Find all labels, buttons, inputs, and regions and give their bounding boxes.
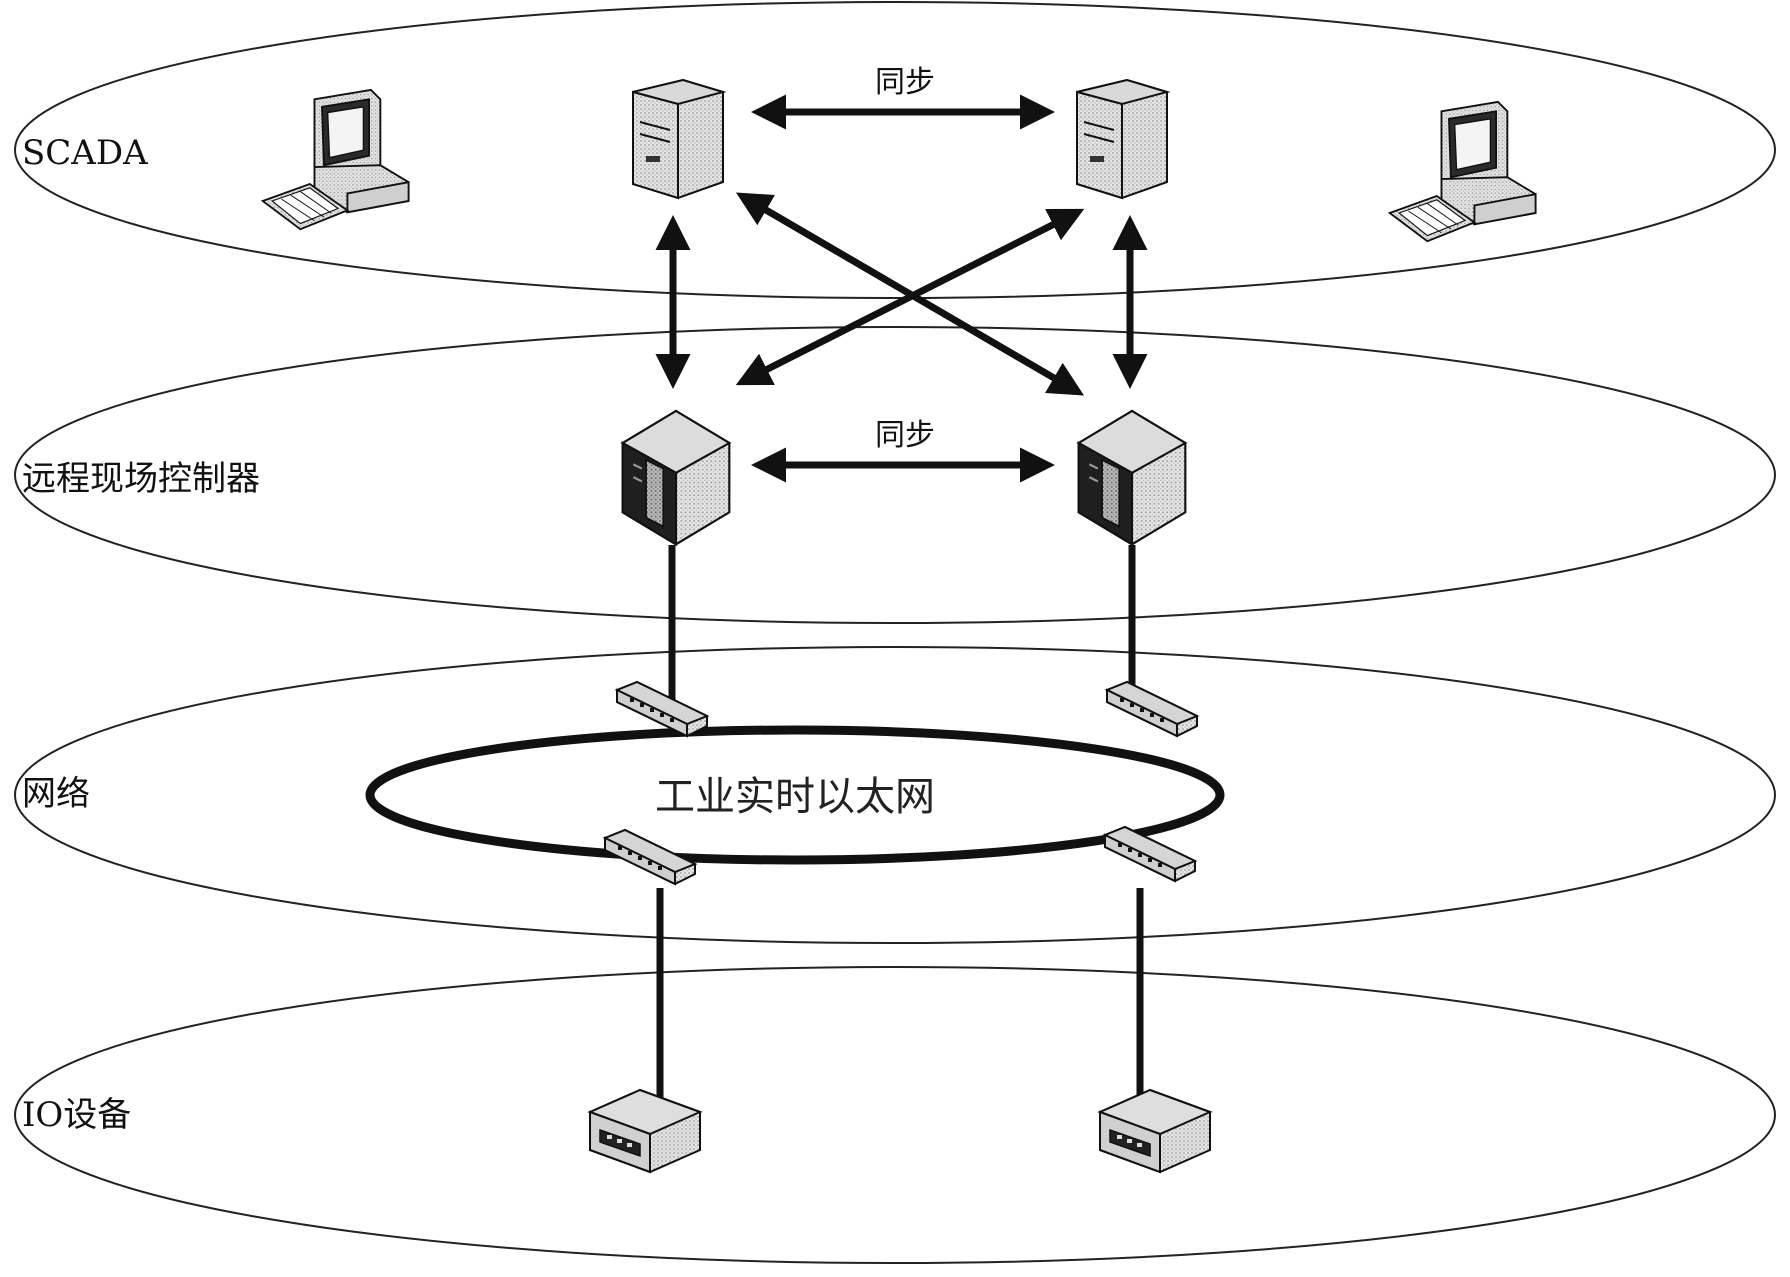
layer-label-network: 网络	[22, 774, 90, 814]
sync-label-controllers: 同步	[875, 418, 935, 453]
sync-label-servers: 同步	[875, 65, 935, 100]
tower-server-icon	[633, 80, 723, 198]
desktop-computer-icon	[263, 90, 409, 229]
layer-label-scada: SCADA	[22, 133, 148, 173]
ethernet-ring-label: 工业实时以太网	[655, 774, 935, 820]
io-module-icon	[1100, 1090, 1210, 1172]
controller-cube-icon	[1079, 411, 1186, 544]
io-module-icon	[590, 1090, 700, 1172]
network-switch-icon	[617, 682, 707, 736]
network-switch-icon	[1107, 682, 1197, 736]
controller-cube-icon	[623, 411, 730, 544]
layer-ellipse-controller	[15, 327, 1775, 623]
desktop-computer-icon	[1390, 102, 1536, 241]
layer-ellipse-io	[15, 967, 1775, 1263]
tower-server-icon	[1077, 80, 1167, 198]
layer-label-controller: 远程现场控制器	[22, 459, 260, 499]
layer-label-io: IO设备	[22, 1095, 131, 1135]
network-switch-icon	[605, 830, 695, 884]
layer-ellipse-scada	[15, 2, 1775, 298]
